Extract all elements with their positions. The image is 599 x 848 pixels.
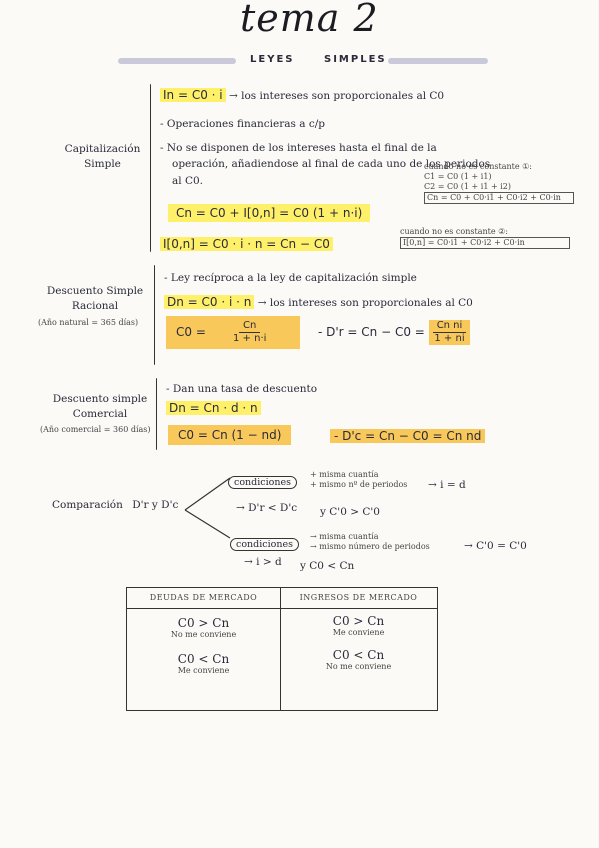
table-header-divider [127, 608, 437, 609]
ineq2b: y C0 < Cn [300, 560, 355, 572]
cap-line3b: operación, añadiendose al final de cada … [172, 158, 491, 170]
formula-dr: - D'r = Cn − C0 = Cn ni 1 + ni [318, 320, 471, 345]
formula-dn-com: Dn = Cn · d · n [166, 401, 261, 415]
cap-line3a: - No se disponen de los intereses hasta … [160, 142, 437, 154]
table-col-header-ingresos: INGRESOS DE MERCADO [299, 593, 418, 602]
dr-num: Cn ni [432, 320, 467, 333]
ingresos-r2: C0 < Cn [332, 648, 385, 662]
formula-dn-rac: Dn = C0 · i · n [164, 295, 255, 309]
comparacion-branches [184, 477, 231, 539]
note1-line3: Cn = C0 + C0·i1 + C0·i2 + C0·in [424, 192, 574, 204]
ingresos-cell: C0 > Cn Me conviene C0 < Cn No me convie… [282, 614, 435, 672]
deudas-r1-note: No me conviene [170, 630, 237, 639]
note2-line1: I[0,n] = C0·i1 + C0·i2 + C0·in [400, 237, 570, 249]
cap-line3c: al C0. [172, 175, 204, 187]
brace-comercial [156, 378, 157, 450]
dc-text: - D'c = Cn − C0 = Cn nd [330, 429, 486, 443]
note1-line1: C1 = C0 (1 + i1) [424, 172, 492, 181]
rac-line2-text: → los intereses son proporcionales al C0 [257, 297, 473, 309]
ingresos-r1-note: Me conviene [332, 628, 385, 637]
cond1-pill: condiciones [228, 476, 297, 489]
subtitle-right: SIMPLES [324, 54, 387, 65]
comercial-note: (Año comercial = 360 días) [40, 425, 151, 434]
deudas-r2-note: Me conviene [177, 666, 230, 675]
table-col-header-deudas: DEUDAS DE MERCADO [149, 593, 258, 602]
note-not-constant-2: cuando no es constante ②: I[0,n] = C0·i1… [400, 227, 570, 249]
cond2-result: → C'0 = C'0 [464, 540, 527, 552]
rac-line2: Dn = C0 · i · n → los intereses son prop… [164, 295, 473, 310]
subtitle-left: LEYES [250, 54, 295, 65]
c0-rac-num: Cn [239, 320, 261, 333]
cond2-details: → misma cuantía → mismo número de period… [310, 532, 430, 552]
formula-dc: - D'c = Cn − C0 = Cn nd [330, 429, 486, 443]
cap-line2: - Operaciones financieras a c/p [160, 118, 325, 130]
title-underline-left [118, 58, 236, 64]
table-column-divider [280, 588, 281, 710]
deudas-r2: C0 < Cn [177, 652, 230, 666]
deudas-r1: C0 > Cn [177, 616, 230, 630]
cond1-details: + misma cuantía + mismo nº de periodos [310, 470, 407, 490]
section-label-racional: Descuento Simple Racional [46, 285, 144, 312]
note2-title: cuando no es constante ②: [400, 227, 508, 236]
formula-c0-rac: C0 = Cn 1 + n·i [166, 316, 300, 349]
cond1-a: + misma cuantía [310, 470, 379, 479]
racional-note: (Año natural = 365 días) [38, 318, 139, 327]
ingresos-r2-note: No me conviene [325, 662, 392, 671]
title-underline-right [388, 58, 488, 64]
cond1-block: condiciones [228, 470, 297, 489]
dr-fraction: Cn ni 1 + ni [428, 320, 471, 345]
formula-interest: In = C0 · i [160, 88, 226, 102]
cond2-b: → mismo número de periodos [310, 542, 430, 551]
cond2-block: condiciones [230, 532, 299, 551]
formula-cn: Cn = C0 + I[0,n] = C0 (1 + n·i) [168, 204, 371, 222]
dr-den: 1 + ni [434, 333, 465, 344]
com-line1: - Dan una tasa de descuento [166, 383, 318, 395]
ingresos-r1: C0 > Cn [332, 614, 385, 628]
cap-line1-text: → los intereses son proporcionales al C0 [228, 90, 445, 102]
cond2-a: → misma cuantía [310, 532, 379, 541]
dr-left: - D'r = Cn − C0 = [318, 325, 425, 339]
formula-c0-com: C0 = Cn (1 − nd) [168, 425, 292, 445]
market-table: DEUDAS DE MERCADO INGRESOS DE MERCADO C0… [126, 587, 438, 711]
brace-racional [154, 265, 155, 365]
cond2-pill: condiciones [230, 538, 299, 551]
ineq2: → i > d [244, 556, 282, 568]
cond1-b: + mismo nº de periodos [310, 480, 408, 489]
note1-title: cuando no es constante ①: [424, 162, 532, 171]
com-line2: Dn = Cn · d · n [166, 401, 261, 416]
note1-line2: C2 = C0 (1 + i1 + i2) [424, 182, 511, 191]
note-not-constant-1: cuando no es constante ①: C1 = C0 (1 + i… [424, 162, 574, 204]
ineq1b: y C'0 > C'0 [320, 506, 380, 518]
comparacion-title: Comparación [52, 499, 123, 511]
section-label-capitalizacion: Capitalización Simple [64, 143, 141, 170]
deudas-cell: C0 > Cn No me conviene C0 < Cn Me convie… [127, 616, 280, 676]
formula-i0n: I[0,n] = C0 · i · n = Cn − C0 [160, 237, 333, 251]
comparacion-vars: D'r y D'c [132, 499, 179, 511]
c0-rac-left: C0 = [176, 325, 206, 339]
c0-rac-den: 1 + n·i [233, 333, 267, 344]
ineq1: → D'r < D'c [236, 502, 298, 514]
brace-capitalizacion [150, 84, 151, 252]
cap-line1: In = C0 · i → los intereses son proporci… [160, 88, 444, 103]
cap-line5: I[0,n] = C0 · i · n = Cn − C0 [160, 237, 333, 251]
page-title: tema 2 [240, 0, 379, 40]
cond1-result: → i = d [428, 479, 466, 491]
c0-rac-fraction: Cn 1 + n·i [210, 320, 290, 345]
rac-line1: - Ley recíproca a la ley de capitalizaci… [164, 272, 417, 284]
section-label-comercial: Descuento simple Comercial [52, 393, 148, 420]
comparacion-label: Comparación D'r y D'c [52, 498, 178, 512]
